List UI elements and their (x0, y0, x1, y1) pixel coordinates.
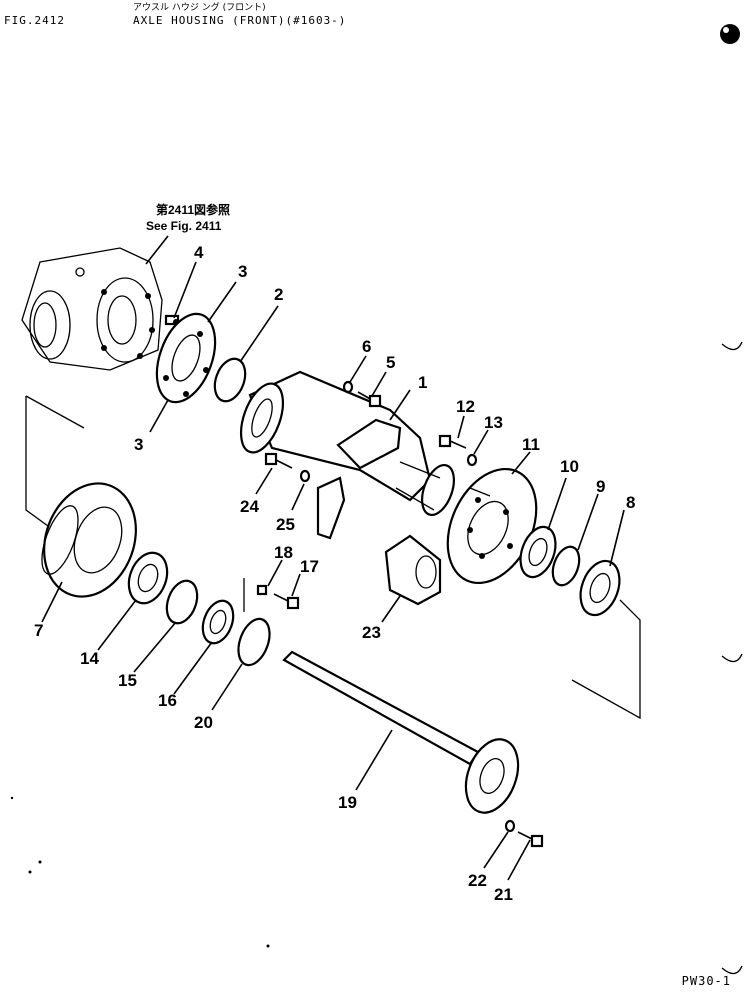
part-14-bearing (127, 551, 169, 605)
part-10-bearing (519, 525, 557, 579)
callout-3-bottom: 3 (134, 435, 143, 454)
leader-lines (41, 261, 625, 881)
title-english: AXLE HOUSING (FRONT)(#1603-) (133, 14, 347, 27)
part-19-axle-shaft (282, 650, 520, 814)
assembly-line-a (25, 395, 85, 429)
callout-11: 11 (522, 435, 540, 454)
part-25-washer (299, 469, 311, 483)
part-16-nut (201, 599, 235, 645)
callout-6: 6 (362, 337, 371, 356)
callout-7: 7 (34, 621, 43, 640)
callout-5: 5 (386, 353, 395, 372)
part-18-lock-plate (256, 584, 268, 596)
callout-17: 17 (300, 557, 319, 576)
part-5-bolt (357, 391, 382, 408)
part-3-shim-pack (155, 312, 217, 404)
part-21-bolt (517, 831, 544, 848)
callout-14: 14 (80, 649, 99, 668)
callout-9: 9 (596, 477, 605, 496)
callout-2: 2 (274, 285, 283, 304)
callout-16: 16 (158, 691, 177, 710)
callout-10: 10 (560, 457, 579, 476)
callout-19: 19 (338, 793, 357, 812)
binder-mark-1 (721, 341, 743, 351)
part-13-washer (466, 453, 478, 467)
bracket-plate (316, 476, 346, 540)
binder-mark-2 (721, 653, 743, 663)
part-7-hub (41, 482, 137, 598)
part-9-seal (551, 545, 581, 587)
footer-model-code: PW30-1 (681, 974, 731, 988)
binder-mark-3 (721, 965, 743, 975)
part-23-brake-caliper (384, 534, 442, 606)
callout-3-top: 3 (238, 262, 247, 281)
callout-4: 4 (194, 243, 204, 262)
differential-housing-ref (21, 247, 163, 371)
figure-id: FIG.2412 (4, 14, 65, 27)
part-20-o-ring (237, 617, 271, 667)
part-22-washer (504, 819, 516, 833)
part-1-axle-housing (239, 370, 455, 516)
assembly-line-b (25, 396, 49, 527)
see-fig-note-en: See Fig. 2411 (146, 219, 222, 233)
callout-21: 21 (494, 885, 513, 904)
callout-1: 1 (418, 373, 427, 392)
part-17-bolt (273, 593, 300, 610)
assembly-line-d (469, 487, 491, 497)
part-15-spacer (165, 579, 199, 625)
assembly-line-c (571, 599, 641, 720)
callout-23: 23 (362, 623, 381, 642)
callout-12: 12 (456, 397, 475, 416)
part-2-o-ring (213, 357, 247, 403)
callout-22: 22 (468, 871, 487, 890)
part-11-brake-disc (446, 467, 538, 585)
callout-18: 18 (274, 543, 293, 562)
part-6-washer (342, 380, 354, 394)
callout-25: 25 (276, 515, 295, 534)
part-24-bolt (264, 452, 293, 469)
see-fig-leader (145, 235, 169, 265)
corner-logo-icon (720, 24, 740, 44)
part-12-bolt (438, 434, 467, 449)
callout-15: 15 (118, 671, 137, 690)
callout-8: 8 (626, 493, 635, 512)
callout-24: 24 (240, 497, 259, 516)
title-japanese: アウスル ハウジ ング (フロント) (133, 3, 266, 13)
callout-20: 20 (194, 713, 213, 732)
part-8-bearing (579, 559, 621, 617)
see-fig-note-jp: 第2411図参照 (156, 202, 230, 217)
callout-13: 13 (484, 413, 503, 432)
